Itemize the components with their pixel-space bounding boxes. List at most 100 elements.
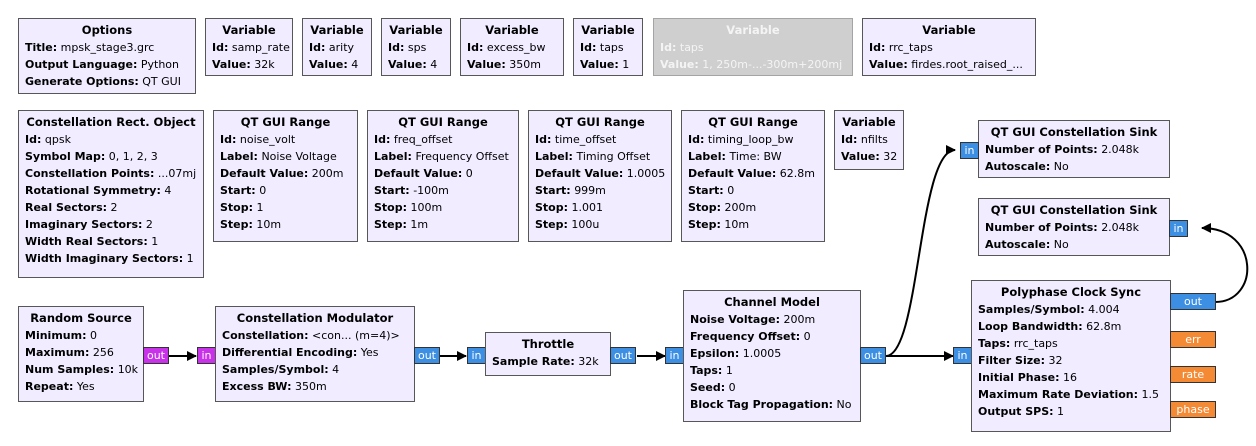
block-param: Default Value: 62.8m [688,167,816,180]
block-param: Id: timing_loop_bw [688,133,794,146]
block-param: Start: 999m [535,184,606,197]
qt-gui-range-loop-bw-block[interactable]: QT GUI Range Id: timing_loop_bw Label: T… [681,110,825,242]
block-param: Step: 10m [220,218,282,231]
random-source-block[interactable]: Random Source Minimum: 0 Maximum: 256 Nu… [18,306,144,402]
block-param: Excess BW: 350m [222,380,327,393]
variable-samp-rate-block[interactable]: Variable Id: samp_rate Value: 32k [205,18,293,76]
block-param: Block Tag Propagation: No [690,398,852,411]
block-param: Id: taps [660,41,704,54]
clocksync-err-port[interactable]: err [1170,331,1216,348]
block-title: Options [81,23,133,37]
block-title: Variable [922,23,976,37]
qt-gui-constellation-sink-2-block[interactable]: QT GUI Constellation Sink Number of Poin… [978,198,1170,256]
variable-rrc-taps-block[interactable]: Variable Id: rrc_taps Value: firdes.root… [862,18,1036,76]
block-param: Id: samp_rate [212,41,290,54]
block-title: Throttle [521,337,575,351]
block-param: Default Value: 200m [220,167,344,180]
qt-gui-range-time-block[interactable]: QT GUI Range Id: time_offset Label: Timi… [528,110,672,242]
block-param: Number of Points: 2.048k [985,143,1140,156]
block-title: QT GUI Constellation Sink [990,125,1158,139]
clocksync-rate-port[interactable]: rate [1170,366,1216,383]
block-param: Generate Options: QT GUI [25,75,181,88]
block-param: Id: nfilts [841,133,888,146]
block-param: Id: arity [309,41,355,54]
block-param: Number of Points: 2.048k [985,221,1140,234]
block-title: Variable [310,23,364,37]
block-param: Value: 32k [212,58,275,71]
block-title: QT GUI Range [398,115,488,129]
channel-out-port[interactable]: out [860,347,886,364]
block-param: Step: 100u [535,218,600,231]
polyphase-clock-sync-block[interactable]: Polyphase Clock Sync Samples/Symbol: 4.0… [971,280,1171,432]
block-param: Step: 1m [374,218,429,231]
block-title: Variable [485,23,539,37]
variable-arity-block[interactable]: Variable Id: arity Value: 4 [302,18,372,76]
block-param: Constellation: <con... (m=4)> [222,329,400,342]
qt-gui-range-freq-block[interactable]: QT GUI Range Id: freq_offset Label: Freq… [367,110,519,242]
block-param: Differential Encoding: Yes [222,346,379,359]
block-param: Default Value: 1.0005 [535,167,666,180]
block-param: Samples/Symbol: 4 [222,363,340,376]
block-param: Output Language: Python [25,58,179,71]
block-param: Initial Phase: 16 [978,371,1077,384]
block-param: Num Samples: 10k [25,363,139,376]
throttle-block[interactable]: Throttle Sample Rate: 32k [485,332,611,376]
throttle-out-port[interactable]: out [610,347,636,364]
block-param: Start: 0 [220,184,267,197]
block-title: Variable [842,115,896,129]
constellation-modulator-block[interactable]: Constellation Modulator Constellation: <… [215,306,415,402]
block-param: Id: rrc_taps [869,41,933,54]
block-param: Output SPS: 1 [978,405,1065,418]
block-param: Taps: 1 [690,364,733,377]
block-param: Value: 4 [309,58,359,71]
variable-taps-disabled-block[interactable]: Variable Id: taps Value: 1, 250m-...-300… [653,18,853,76]
block-param: Taps: rrc_taps [978,337,1058,350]
block-param: Label: Noise Voltage [220,150,337,163]
block-title: Constellation Rect. Object [26,115,196,129]
sink2-in-port[interactable]: in [1169,220,1188,237]
variable-excess-bw-block[interactable]: Variable Id: excess_bw Value: 350m [460,18,564,76]
channel-model-block[interactable]: Channel Model Noise Voltage: 200m Freque… [683,290,861,422]
qt-gui-range-noise-block[interactable]: QT GUI Range Id: noise_volt Label: Noise… [213,110,358,242]
block-param: Repeat: Yes [25,380,95,393]
sink1-in-port[interactable]: in [960,142,979,159]
block-param: Step: 10m [688,218,750,231]
block-param: Frequency Offset: 0 [690,330,811,343]
modulator-in-port[interactable]: in [197,347,216,364]
modulator-out-port[interactable]: out [414,347,440,364]
block-title: QT GUI Range [708,115,798,129]
block-param: Value: 32 [841,150,898,163]
block-param: Maximum Rate Deviation: 1.5 [978,388,1160,401]
block-param: Id: sps [388,41,427,54]
clocksync-in-port[interactable]: in [953,347,972,364]
block-param: Id: qpsk [25,133,71,146]
block-param: Start: 0 [688,184,735,197]
throttle-in-port[interactable]: in [467,347,486,364]
constellation-rect-object-block[interactable]: Constellation Rect. Object Id: qpsk Symb… [18,110,204,278]
wire-channel-to-sink1 [885,145,956,357]
block-param: Sample Rate: 32k [492,355,599,368]
block-param: Imaginary Sectors: 2 [25,218,153,231]
clocksync-phase-port[interactable]: phase [1170,401,1216,418]
block-title: QT GUI Range [555,115,645,129]
block-title: Variable [726,23,780,37]
qt-gui-constellation-sink-1-block[interactable]: QT GUI Constellation Sink Number of Poin… [978,120,1170,178]
block-param: Value: 4 [388,58,438,71]
block-param: Rotational Symmetry: 4 [25,184,172,197]
block-title: Variable [389,23,443,37]
block-param: Stop: 200m [688,201,757,214]
block-title: Random Source [30,311,132,325]
block-param: Stop: 1.001 [535,201,604,214]
block-param: Loop Bandwidth: 62.8m [978,320,1122,333]
clocksync-out-port[interactable]: out [1170,293,1216,310]
block-param: Width Imaginary Sectors: 1 [25,252,194,265]
block-param: Id: time_offset [535,133,617,146]
variable-taps-block[interactable]: Variable Id: taps Value: 1 [573,18,643,76]
options-block[interactable]: Options Title: mpsk_stage3.grc Output La… [18,18,196,94]
block-param: Width Real Sectors: 1 [25,235,159,248]
random-source-out-port[interactable]: out [143,347,169,364]
channel-in-port[interactable]: in [665,347,684,364]
variable-nfilts-block[interactable]: Variable Id: nfilts Value: 32 [834,110,904,170]
variable-sps-block[interactable]: Variable Id: sps Value: 4 [381,18,451,76]
block-title: Variable [581,23,635,37]
